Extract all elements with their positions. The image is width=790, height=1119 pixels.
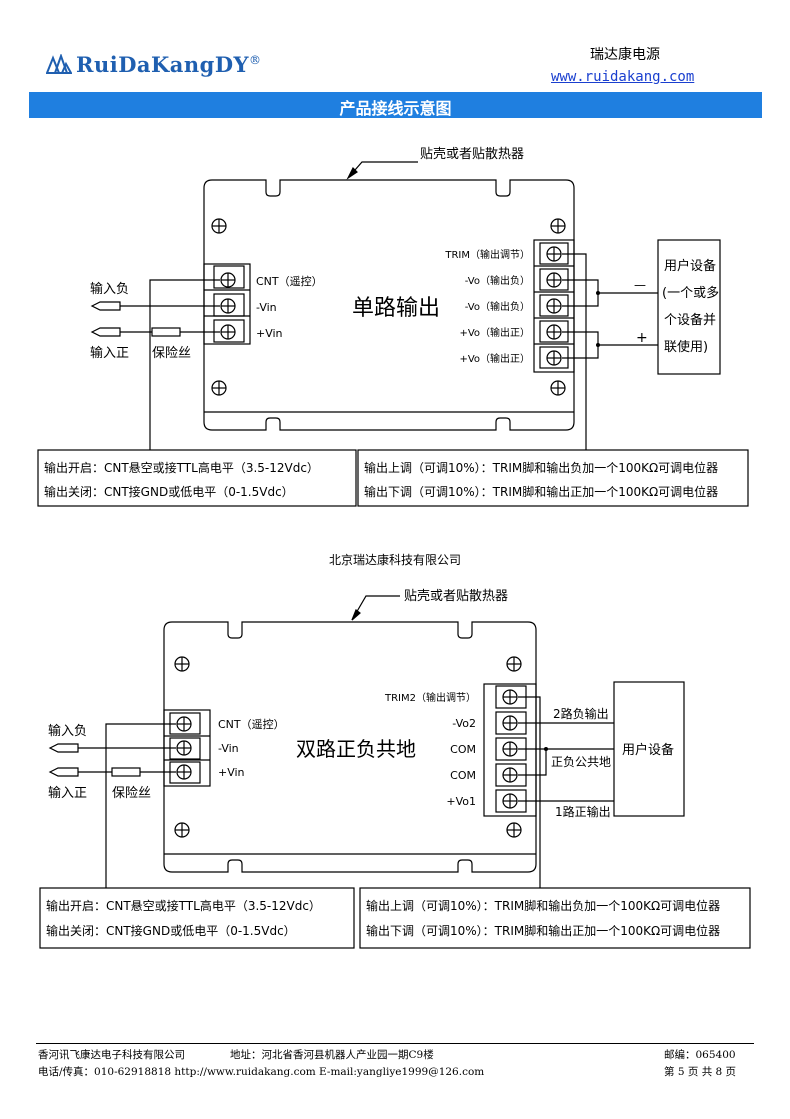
mount-note: 贴壳或者贴散热器: [420, 147, 524, 162]
module-center-label: 双路正负共地: [296, 737, 416, 761]
wire-label-pos-output: 1路正输出: [555, 804, 611, 819]
minus-sign: —: [634, 278, 646, 292]
input-negative-label: 输入负: [90, 281, 129, 297]
terminal-trim-label: TRIM（输出调节）: [444, 248, 530, 261]
wire-label-common-ground: 正负公共地: [551, 755, 611, 769]
footer-postcode: 邮编：065400: [664, 1049, 736, 1061]
website-link[interactable]: www.ruidakang.com: [551, 69, 695, 85]
note-trim-down: 输出下调（可调10%）：TRIM脚和输出正加一个100KΩ可调电位器: [366, 923, 720, 938]
user-box-line: 个设备并: [664, 312, 716, 328]
terminal-vo-neg-label: -Vo（输出负）: [465, 274, 530, 287]
triangle-logo-icon: [45, 52, 73, 79]
note-trim-up: 输出上调（可调10%）：TRIM脚和输出负加一个100KΩ可调电位器: [364, 460, 718, 475]
logo-text: RuiDaKangDY: [76, 52, 250, 77]
terminal-vin-neg-label: -Vin: [218, 742, 239, 755]
user-box-line: 用户设备: [664, 258, 716, 274]
footer-divider: [36, 1043, 754, 1044]
terminal-com-label: COM: [450, 769, 476, 782]
terminal-cnt-label: CNT（遥控）: [218, 717, 285, 731]
company-name-mid: 北京瑞达康科技有限公司: [328, 553, 461, 567]
terminal-vin-pos-label: +Vin: [256, 327, 283, 340]
footer-contact: 电话/传真：010-62918818 http://www.ruidakang.…: [38, 1066, 485, 1078]
terminal-com-label: COM: [450, 743, 476, 756]
registered-mark: ®: [249, 53, 262, 67]
terminal-vo2-neg-label: -Vo2: [452, 717, 476, 730]
fuse-label: 保险丝: [152, 346, 191, 361]
terminal-vin-pos-label: +Vin: [218, 766, 245, 779]
note-output-off: 输出关闭：CNT接GND或低电平（0-1.5Vdc）: [46, 923, 296, 938]
terminal-vin-neg-label: -Vin: [256, 301, 277, 314]
terminal-vo-pos-label: +Vo（输出正）: [459, 326, 530, 339]
note-trim-down: 输出下调（可调10%）：TRIM脚和输出正加一个100KΩ可调电位器: [364, 484, 718, 499]
note-trim-up: 输出上调（可调10%）：TRIM脚和输出负加一个100KΩ可调电位器: [366, 898, 720, 913]
company-logo: RuiDaKangDY®: [45, 52, 262, 79]
user-box-line: (一个或多: [662, 285, 719, 301]
terminal-vo1-pos-label: +Vo1: [446, 795, 476, 808]
input-positive-label: 输入正: [48, 785, 87, 801]
page-title: 产品接线示意图: [339, 99, 452, 118]
fuse-label: 保险丝: [112, 786, 151, 801]
input-positive-label: 输入正: [90, 345, 129, 361]
note-output-off: 输出关闭：CNT接GND或低电平（0-1.5Vdc）: [44, 484, 294, 499]
note-output-on: 输出开启：CNT悬空或接TTL高电平（3.5-12Vdc）: [46, 898, 321, 913]
company-name-cn: 瑞达康电源: [590, 47, 660, 63]
user-box-label: 用户设备: [622, 742, 674, 758]
terminal-vo-neg-label: -Vo（输出负）: [465, 300, 530, 313]
input-negative-label: 输入负: [48, 723, 87, 739]
note-output-on: 输出开启：CNT悬空或接TTL高电平（3.5-12Vdc）: [44, 460, 319, 475]
page-title-bar: 产品接线示意图: [29, 92, 762, 118]
mount-note: 贴壳或者贴散热器: [404, 589, 508, 604]
footer-page-number: 第 5 页 共 8 页: [664, 1066, 737, 1078]
footer-address: 地址：河北省香河县机器人产业园一期C9楼: [230, 1049, 434, 1061]
wire-label-neg-output: 2路负输出: [553, 706, 609, 721]
footer-company: 香河讯飞康达电子科技有限公司: [38, 1049, 185, 1061]
terminal-trim2-label: TRIM2（输出调节）: [384, 691, 476, 704]
user-box-line: 联使用): [664, 339, 708, 355]
module-center-label: 单路输出: [352, 296, 440, 321]
plus-sign: +: [636, 330, 648, 346]
terminal-vo-pos-label: +Vo（输出正）: [459, 352, 530, 365]
terminal-cnt-label: CNT（遥控）: [256, 274, 323, 288]
